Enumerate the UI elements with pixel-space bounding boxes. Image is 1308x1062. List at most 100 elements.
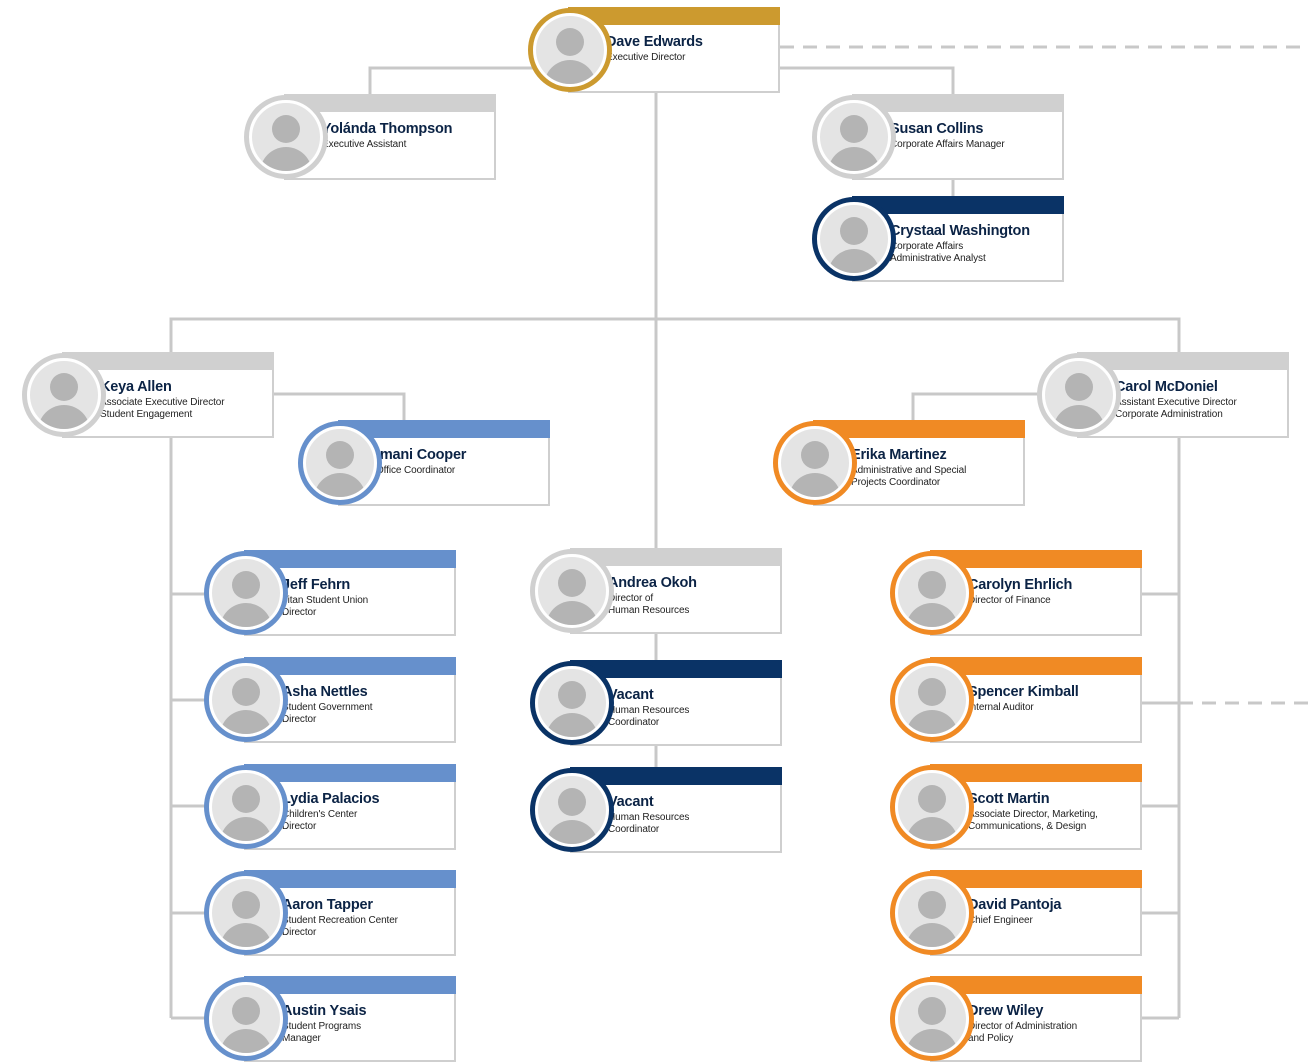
org-node-yolanda-thompson: Yolánda Thompson Executive Assistant — [244, 94, 496, 180]
job-title: Assistant Executive Director Corporate A… — [1115, 397, 1237, 420]
color-bar — [930, 764, 1142, 782]
color-bar — [930, 657, 1142, 675]
person-name: Carol McDoniel — [1115, 379, 1218, 395]
color-bar — [930, 976, 1142, 994]
person-name: Crystaal Washington — [890, 223, 1030, 239]
color-bar — [244, 764, 456, 782]
org-node-erika-martinez: Erika Martinez Administrative and Specia… — [773, 420, 1025, 506]
color-bar — [244, 550, 456, 568]
color-bar — [1077, 352, 1289, 370]
person-name: Carolyn Ehrlich — [968, 577, 1073, 593]
job-title: Internal Auditor — [968, 702, 1034, 713]
color-bar — [852, 94, 1064, 112]
org-node-vacant-2: Vacant Human Resources Coordinator — [530, 767, 782, 853]
job-title: Human Resources Coordinator — [608, 812, 690, 835]
person-name: David Pantoja — [968, 897, 1062, 913]
person-name: Lydia Palacios — [282, 791, 380, 807]
person-name: Spencer Kimball — [968, 684, 1079, 700]
job-title: Administrative and Special Projects Coor… — [851, 465, 967, 488]
color-bar — [244, 657, 456, 675]
person-name: Andrea Okoh — [608, 575, 697, 591]
person-name: Austin Ysais — [282, 1003, 367, 1019]
person-name: Jeff Fehrn — [282, 577, 351, 593]
connector-carol-to-erika — [911, 392, 1043, 423]
avatar-placeholder-icon — [890, 765, 974, 849]
color-bar — [813, 420, 1025, 438]
org-node-vacant-1: Vacant Human Resources Coordinator — [530, 660, 782, 746]
color-bar — [244, 870, 456, 888]
person-name: Yolánda Thompson — [322, 121, 453, 137]
person-name: Susan Collins — [890, 121, 984, 137]
person-name: Aaron Tapper — [282, 897, 373, 913]
org-node-drew-wiley: Drew Wiley Director of Administration an… — [890, 976, 1142, 1062]
org-node-carolyn-ehrlich: Carolyn Ehrlich Director of Finance — [890, 550, 1142, 636]
avatar-placeholder-icon — [890, 551, 974, 635]
color-bar — [570, 660, 782, 678]
avatar-placeholder-icon — [890, 977, 974, 1061]
avatar-placeholder-icon — [204, 977, 288, 1061]
job-title: Director of Administration and Policy — [968, 1021, 1078, 1044]
org-node-carol-mcdoniel: Carol McDoniel Assistant Executive Direc… — [1037, 352, 1289, 438]
org-node-aaron-tapper: Aaron Tapper Student Recreation Center D… — [204, 870, 456, 956]
org-node-crystaal-washington: Crystaal Washington Corporate Affairs Ad… — [812, 196, 1064, 282]
job-title: Chief Engineer — [968, 915, 1033, 926]
org-node-david-pantoja: David Pantoja Chief Engineer — [890, 870, 1142, 956]
avatar-placeholder-icon — [812, 95, 896, 179]
color-bar — [338, 420, 550, 438]
job-title: Titan Student Union Director — [282, 595, 369, 618]
job-title: Associate Executive Director Student Eng… — [100, 397, 225, 420]
job-title: Director of Finance — [968, 595, 1051, 606]
org-node-dave-edwards: Dave Edwards Executive Director — [528, 7, 780, 93]
connector-divisions — [169, 317, 1181, 355]
job-title: Executive Assistant — [322, 139, 407, 150]
color-bar — [930, 550, 1142, 568]
avatar-placeholder-icon — [812, 197, 896, 281]
person-name: Erika Martinez — [851, 447, 947, 463]
color-bar — [930, 870, 1142, 888]
avatar-placeholder-icon — [530, 661, 614, 745]
avatar-placeholder-icon — [204, 765, 288, 849]
org-node-austin-ysais: Austin Ysais Student Programs Manager — [204, 976, 456, 1062]
avatar-placeholder-icon — [890, 658, 974, 742]
org-node-spencer-kimball: Spencer Kimball Internal Auditor — [890, 657, 1142, 743]
color-bar — [244, 976, 456, 994]
job-title: Children's Center Director — [282, 809, 358, 832]
org-node-imani-cooper: Imani Cooper Office Coordinator — [298, 420, 550, 506]
color-bar — [852, 196, 1064, 214]
job-title: Student Recreation Center Director — [282, 915, 398, 938]
avatar-placeholder-icon — [528, 8, 612, 92]
person-name: Dave Edwards — [606, 34, 703, 50]
color-bar — [284, 94, 496, 112]
org-node-jeff-fehrn: Jeff Fehrn Titan Student Union Director — [204, 550, 456, 636]
job-title: Corporate Affairs Administrative Analyst — [890, 241, 986, 264]
person-name: Asha Nettles — [282, 684, 368, 700]
person-name: Keya Allen — [100, 379, 172, 395]
avatar-placeholder-icon — [22, 353, 106, 437]
color-bar — [62, 352, 274, 370]
person-name: Vacant — [608, 794, 654, 810]
avatar-placeholder-icon — [1037, 353, 1121, 437]
avatar-placeholder-icon — [204, 551, 288, 635]
job-title: Office Coordinator — [376, 465, 456, 476]
org-node-susan-collins: Susan Collins Corporate Affairs Manager — [812, 94, 1064, 180]
job-title: Director of Human Resources — [608, 593, 690, 616]
org-node-andrea-okoh: Andrea Okoh Director of Human Resources — [530, 548, 782, 634]
color-bar — [570, 767, 782, 785]
person-name: Imani Cooper — [376, 447, 467, 463]
person-name: Drew Wiley — [968, 1003, 1044, 1019]
job-title: Human Resources Coordinator — [608, 705, 690, 728]
avatar-placeholder-icon — [204, 658, 288, 742]
job-title: Student Government Director — [282, 702, 373, 725]
person-name: Vacant — [608, 687, 654, 703]
avatar-placeholder-icon — [890, 871, 974, 955]
org-node-scott-martin: Scott Martin Associate Director, Marketi… — [890, 764, 1142, 850]
avatar-placeholder-icon — [298, 421, 382, 505]
avatar-placeholder-icon — [773, 421, 857, 505]
job-title: Executive Director — [606, 52, 686, 63]
person-name: Scott Martin — [968, 791, 1050, 807]
avatar-placeholder-icon — [530, 549, 614, 633]
color-bar — [568, 7, 780, 25]
avatar-placeholder-icon — [204, 871, 288, 955]
avatar-placeholder-icon — [244, 95, 328, 179]
